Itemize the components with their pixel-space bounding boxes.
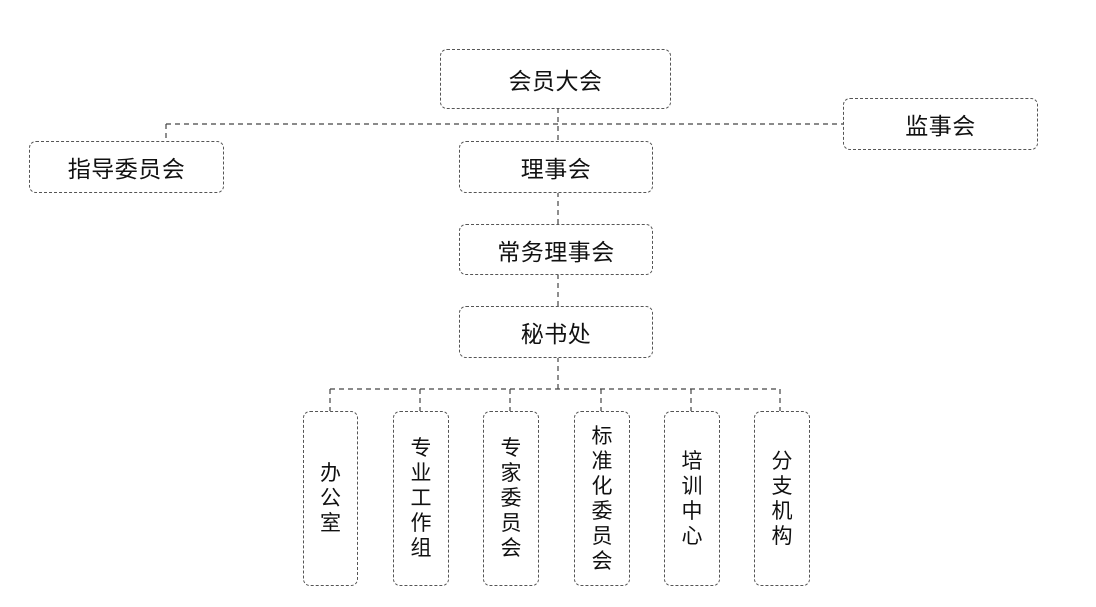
department-label-char: 准 — [591, 448, 613, 473]
node-department-label: 专业工作组 — [411, 436, 432, 561]
node-department-label: 分支机构 — [772, 449, 793, 549]
node-board-of-directors-label: 理事会 — [520, 157, 592, 183]
department-label-char: 办 — [320, 461, 341, 485]
department-label-char: 工 — [410, 486, 432, 510]
node-department: 培训中心 — [664, 411, 720, 586]
node-department-label: 专家委员会 — [501, 436, 522, 561]
department-label-char: 训 — [681, 473, 703, 498]
department-label-char: 室 — [320, 511, 341, 535]
department-label-char: 家 — [500, 461, 522, 485]
department-label-char: 构 — [771, 523, 793, 548]
department-label-char: 公 — [320, 486, 341, 510]
node-department: 办公室 — [303, 411, 358, 586]
node-advisory-committee: 指导委员会 — [29, 141, 224, 193]
node-department: 标准化委员会 — [574, 411, 630, 586]
node-department-label: 标准化委员会 — [592, 424, 613, 574]
node-department-label: 培训中心 — [682, 449, 703, 549]
department-label-char: 员 — [500, 511, 522, 535]
node-standing-board-label: 常务理事会 — [497, 239, 615, 266]
node-board-of-directors: 理事会 — [459, 141, 653, 193]
department-label-char: 标 — [591, 423, 613, 448]
node-supervisory-board-label: 监事会 — [905, 114, 976, 140]
department-label-char: 会 — [500, 536, 522, 560]
department-label-char: 员 — [591, 523, 613, 548]
department-label-char: 委 — [591, 498, 613, 523]
node-department: 专业工作组 — [393, 411, 449, 586]
node-general-assembly: 会员大会 — [440, 49, 671, 109]
department-label-char: 心 — [681, 523, 703, 548]
department-label-char: 组 — [410, 536, 432, 560]
node-secretariat: 秘书处 — [459, 306, 653, 358]
department-label-char: 化 — [591, 473, 613, 498]
node-department: 专家委员会 — [483, 411, 539, 586]
department-label-char: 培 — [681, 448, 703, 473]
node-standing-board: 常务理事会 — [459, 224, 653, 275]
department-label-char: 专 — [500, 436, 522, 460]
node-secretariat-label: 秘书处 — [520, 322, 592, 348]
department-label-char: 会 — [591, 548, 613, 573]
node-department: 分支机构 — [754, 411, 810, 586]
department-label-char: 作 — [410, 511, 432, 535]
node-department-label: 办公室 — [320, 461, 341, 536]
department-label-char: 委 — [500, 486, 522, 510]
department-label-char: 专 — [410, 436, 432, 460]
node-advisory-committee-label: 指导委员会 — [67, 157, 186, 183]
node-supervisory-board: 监事会 — [843, 98, 1038, 150]
department-label-char: 中 — [681, 498, 703, 523]
node-general-assembly-label: 会员大会 — [508, 69, 603, 95]
department-label-char: 机 — [771, 498, 793, 523]
department-label-char: 支 — [771, 473, 793, 498]
department-label-char: 业 — [410, 461, 432, 485]
department-label-char: 分 — [771, 448, 793, 473]
